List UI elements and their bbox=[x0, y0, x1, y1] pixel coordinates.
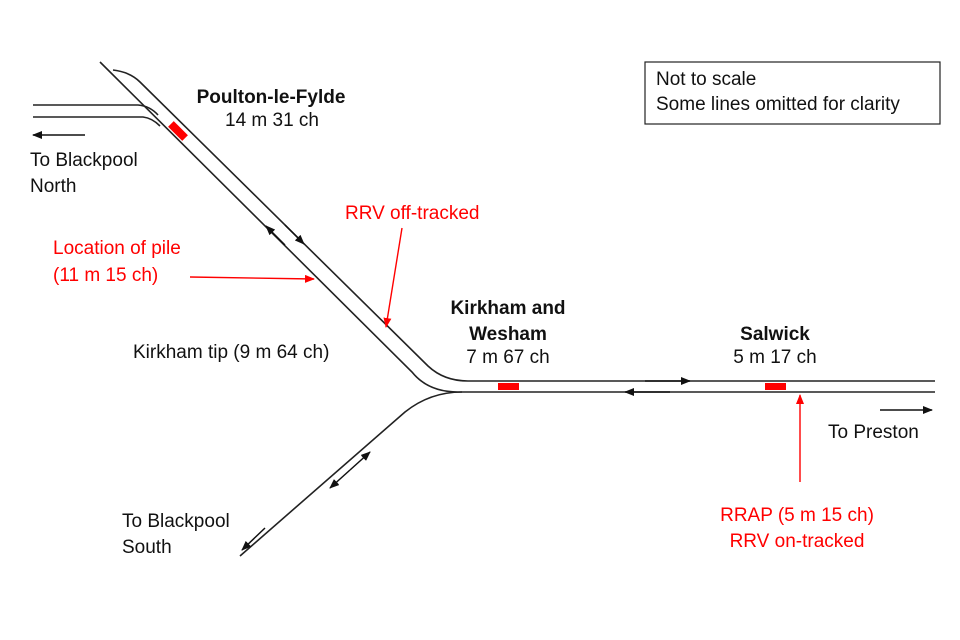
direction-preston: To Preston bbox=[828, 422, 919, 443]
off-tracked-pointer-arrow bbox=[383, 227, 403, 328]
annotation-pile-1: Location of pile bbox=[53, 238, 181, 259]
track-blackpool-north-1 bbox=[33, 104, 159, 116]
station-salwick-name: Salwick bbox=[740, 324, 810, 345]
station-kirkham-mileage: 7 m 67 ch bbox=[466, 347, 549, 368]
annotation-off-tracked: RRV off-tracked bbox=[345, 203, 479, 224]
station-kirkham-name-2: Wesham bbox=[469, 324, 547, 345]
annotation-rrap-2: RRV on-tracked bbox=[730, 531, 865, 552]
legend-lines-omitted: Some lines omitted for clarity bbox=[656, 94, 900, 115]
station-salwick-mileage: 5 m 17 ch bbox=[733, 347, 816, 368]
direction-blackpool-north-1: To Blackpool bbox=[30, 150, 138, 171]
station-poulton-name: Poulton-le-Fylde bbox=[197, 87, 346, 108]
arrow-up-diagonal bbox=[265, 225, 286, 246]
annotation-kirkham-tip: Kirkham tip (9 m 64 ch) bbox=[133, 342, 329, 363]
track-up-line bbox=[112, 69, 935, 382]
track-blackpool-north-2 bbox=[33, 116, 161, 127]
platform-poulton bbox=[168, 121, 188, 141]
annotation-pile-2: (11 m 15 ch) bbox=[53, 265, 158, 286]
platform-kirkham bbox=[498, 383, 519, 390]
track-blackpool-south-branch bbox=[239, 391, 463, 557]
direction-blackpool-south-1: To Blackpool bbox=[122, 511, 230, 532]
direction-blackpool-south-2: South bbox=[122, 537, 172, 558]
arrow-to-blackpool-south bbox=[241, 527, 266, 551]
station-poulton-mileage: 14 m 31 ch bbox=[225, 110, 319, 131]
direction-blackpool-north-2: North bbox=[30, 176, 76, 197]
legend-box bbox=[644, 61, 941, 125]
legend-not-to-scale: Not to scale bbox=[656, 69, 756, 90]
arrow-branch-down bbox=[329, 469, 351, 489]
annotation-rrap-1: RRAP (5 m 15 ch) bbox=[720, 505, 874, 526]
arrow-branch-up bbox=[349, 451, 371, 471]
station-kirkham-name-1: Kirkham and bbox=[450, 298, 565, 319]
pile-pointer-arrow bbox=[189, 274, 315, 283]
platform-salwick bbox=[765, 383, 786, 390]
arrow-down-diagonal bbox=[284, 224, 305, 245]
